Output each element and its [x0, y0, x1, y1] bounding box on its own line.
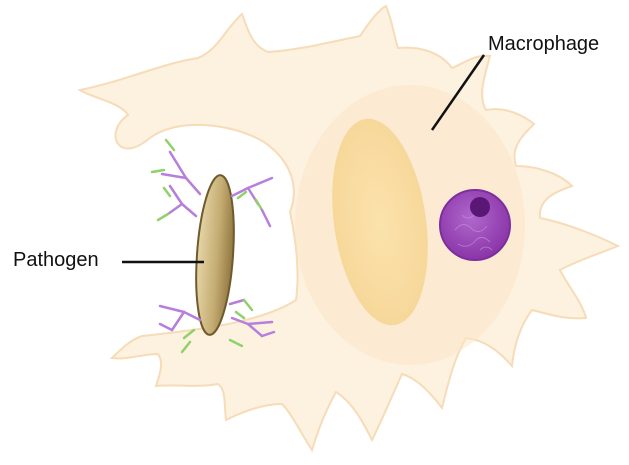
antibody — [230, 300, 252, 310]
macrophage-label: Macrophage — [488, 33, 599, 56]
pathogen-label: Pathogen — [13, 249, 99, 272]
antibody — [232, 178, 272, 226]
nucleolus — [470, 197, 490, 217]
antibody — [158, 186, 196, 220]
antibody — [152, 140, 200, 194]
pathogen — [191, 174, 238, 336]
